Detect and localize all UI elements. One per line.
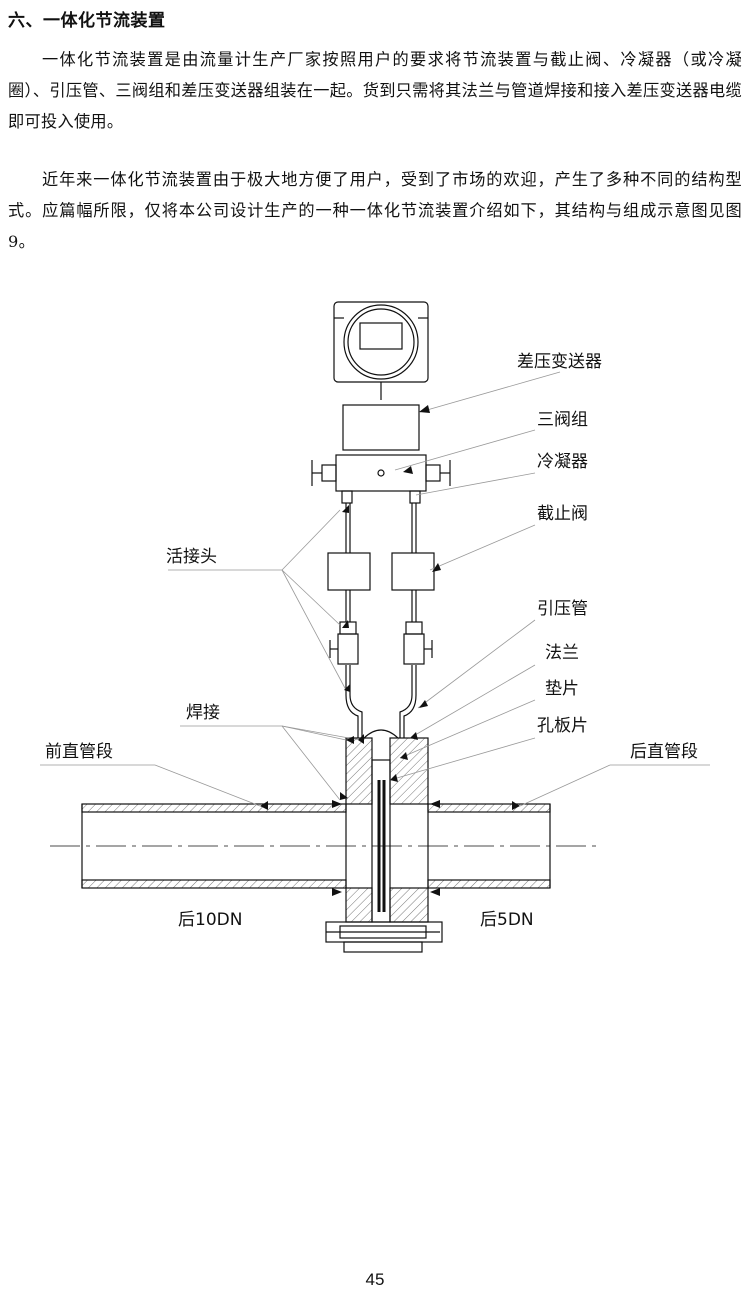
label-orifice-plate: 孔板片	[537, 716, 588, 736]
impulse-tubes	[345, 503, 417, 738]
label-flange: 法兰	[545, 643, 579, 663]
three-valve-manifold-drawing	[311, 454, 451, 504]
label-weld: 焊接	[186, 703, 220, 723]
label-upstream-length: 后10DN	[178, 910, 242, 930]
flange-drawing	[325, 729, 443, 953]
label-gasket: 垫片	[545, 679, 579, 699]
label-stop-valve: 截止阀	[537, 504, 588, 524]
label-three-valve: 三阀组	[537, 410, 588, 430]
paragraph-1: 一体化节流装置是由流量计生产厂家按照用户的要求将节流装置与截止阀、冷凝器（或冷凝…	[8, 50, 742, 131]
page-number: 45	[365, 1270, 385, 1289]
arrow-heads	[260, 405, 520, 896]
leader-lines	[40, 371, 710, 807]
label-impulse-tube: 引压管	[537, 599, 588, 619]
transmitter-drawing	[333, 301, 429, 451]
paragraph-2: 近年来一体化节流装置由于极大地方便了用户，受到了市场的欢迎，产生了多种不同的结构…	[8, 170, 742, 251]
label-downstream-pipe: 后直管段	[630, 742, 698, 762]
label-union: 活接头	[166, 547, 217, 567]
label-upstream-pipe: 前直管段	[45, 742, 113, 762]
label-downstream-length: 后5DN	[480, 910, 534, 930]
label-condenser: 冷凝器	[537, 452, 588, 472]
figure-9-diagram: 差压变送器 三阀组 冷凝器 截止阀 活接头 引压管 法兰 垫片 孔板片 焊接 前…	[0, 290, 750, 970]
pipe-drawing	[50, 803, 600, 889]
stop-valves	[329, 621, 433, 665]
section-heading: 六、一体化节流装置	[8, 11, 166, 31]
condenser-right	[391, 552, 435, 591]
label-transmitter: 差压变送器	[517, 352, 602, 372]
condenser-left	[327, 552, 371, 591]
